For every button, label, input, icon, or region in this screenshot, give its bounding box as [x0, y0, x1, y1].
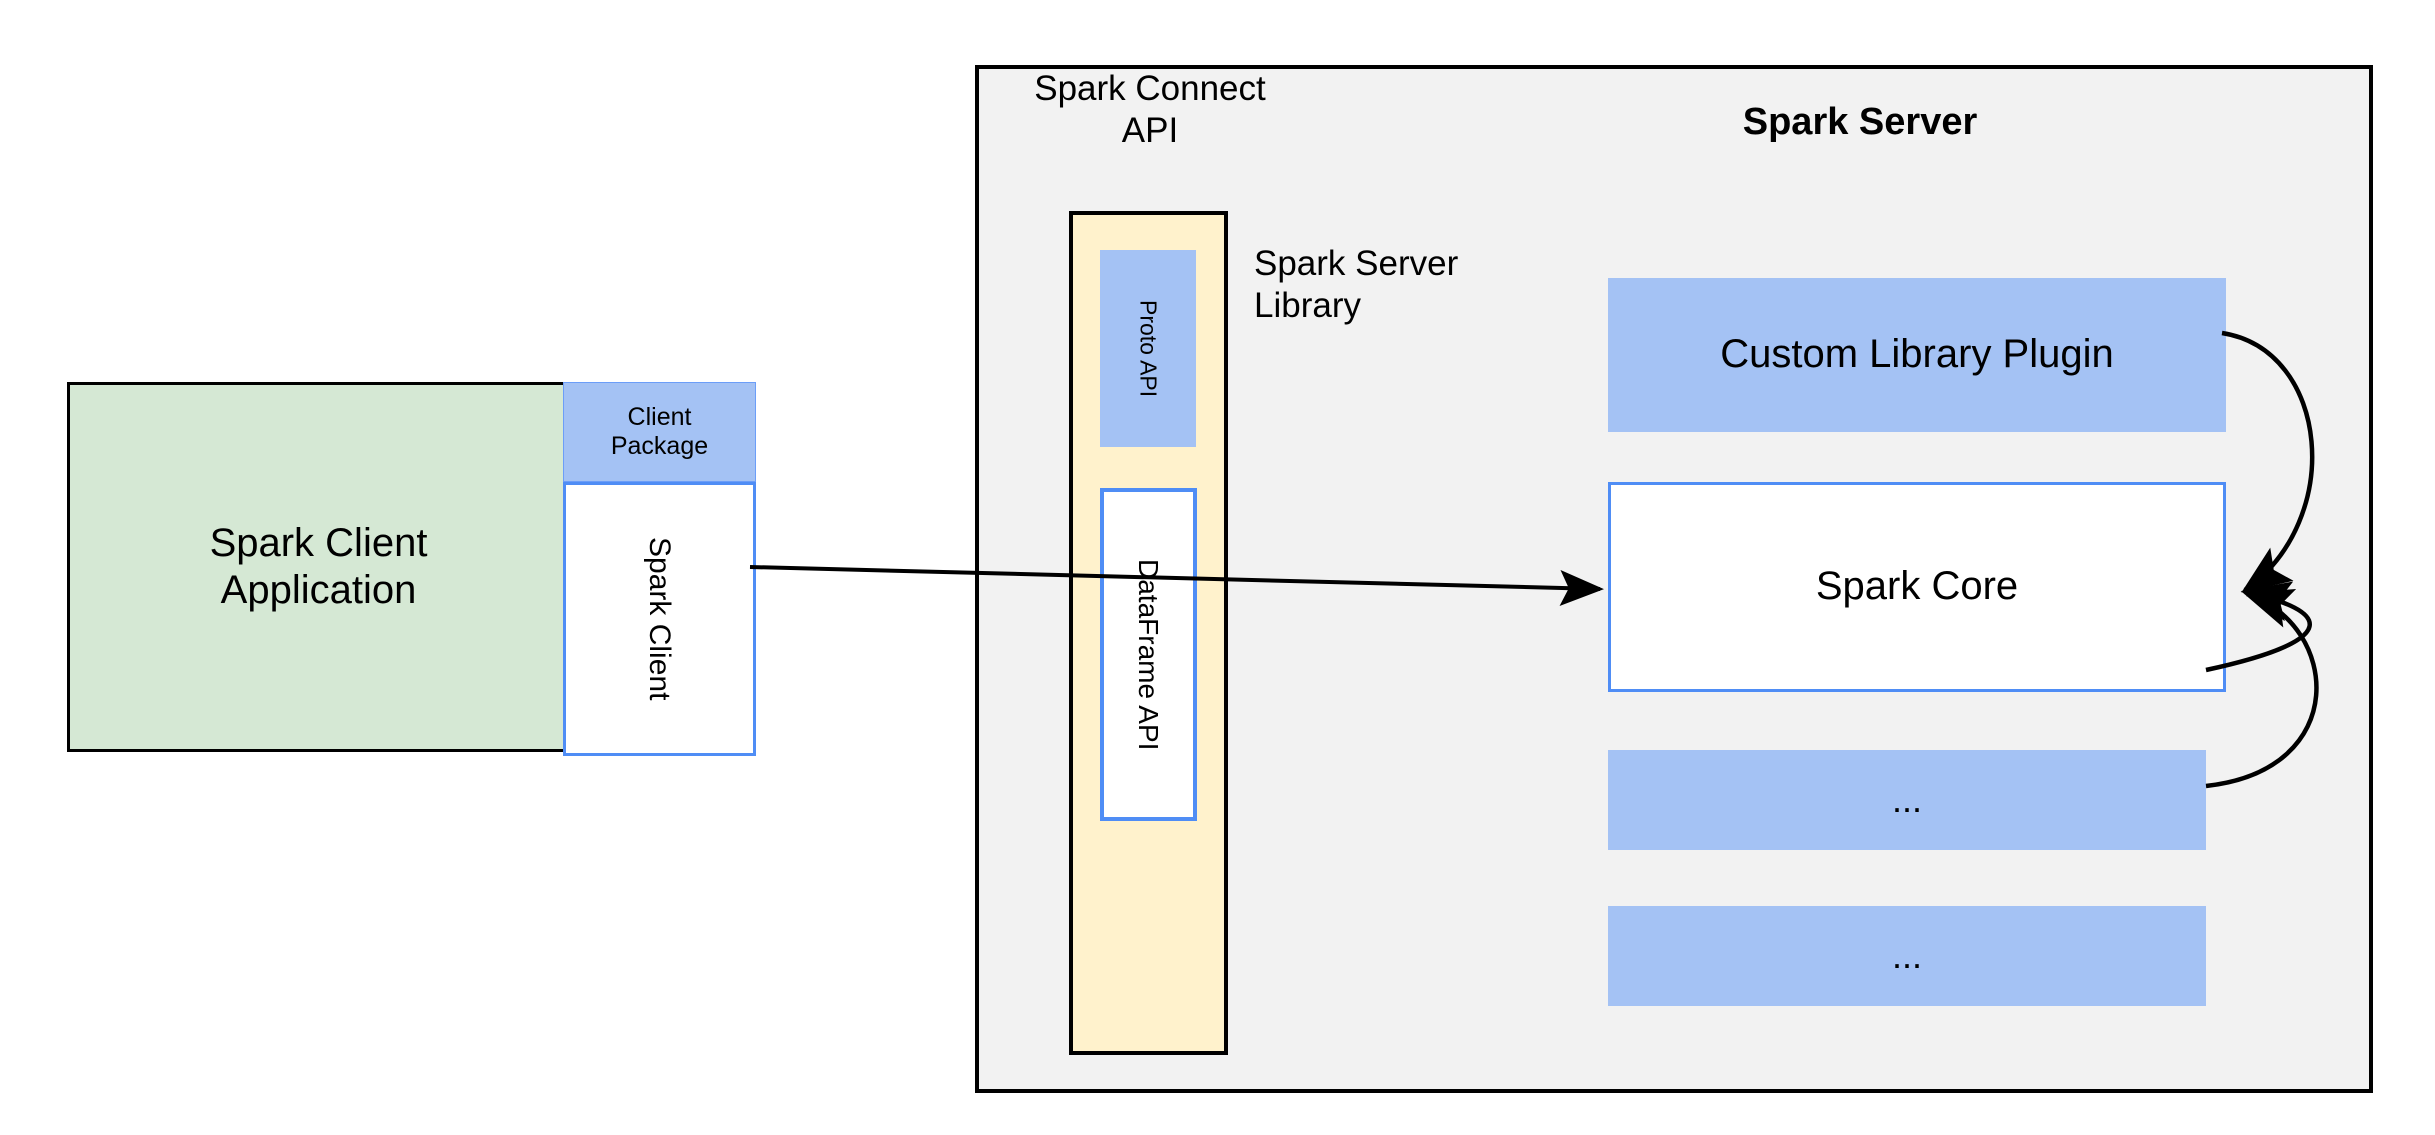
spark-core-box: Spark Core	[1608, 482, 2226, 692]
spark-core-label: Spark Core	[1815, 564, 2019, 609]
client-package-label: Client Package	[610, 402, 709, 461]
spark-server-title: Spark Server	[1742, 101, 1978, 143]
proto-api-box: Proto API	[1100, 250, 1196, 447]
client-package-box: Client Package	[563, 382, 756, 482]
dataframe-api-box: DataFrame API	[1100, 488, 1197, 821]
spark-client-label: Spark Client	[643, 537, 677, 701]
spark-connect-api-label: Spark Connect API	[1034, 69, 1266, 150]
ellipsis-box-2: ...	[1608, 906, 2206, 1006]
ellipsis-box-1: ...	[1608, 750, 2206, 850]
proto-api-label: Proto API	[1135, 299, 1162, 398]
dataframe-api-label: DataFrame API	[1133, 558, 1165, 751]
spark-server-library-label: Spark Server Library	[1254, 244, 1459, 325]
spark-client-application-box: Spark Client Application	[67, 382, 570, 752]
spark-client-box: Spark Client	[563, 482, 756, 756]
ellipsis-box-2-label: ...	[1891, 934, 1922, 976]
custom-library-plugin-box: Custom Library Plugin	[1608, 278, 2226, 432]
ellipsis-box-1-label: ...	[1891, 778, 1922, 820]
custom-library-plugin-label: Custom Library Plugin	[1720, 332, 2114, 377]
spark-client-application-label: Spark Client Application	[209, 520, 428, 612]
